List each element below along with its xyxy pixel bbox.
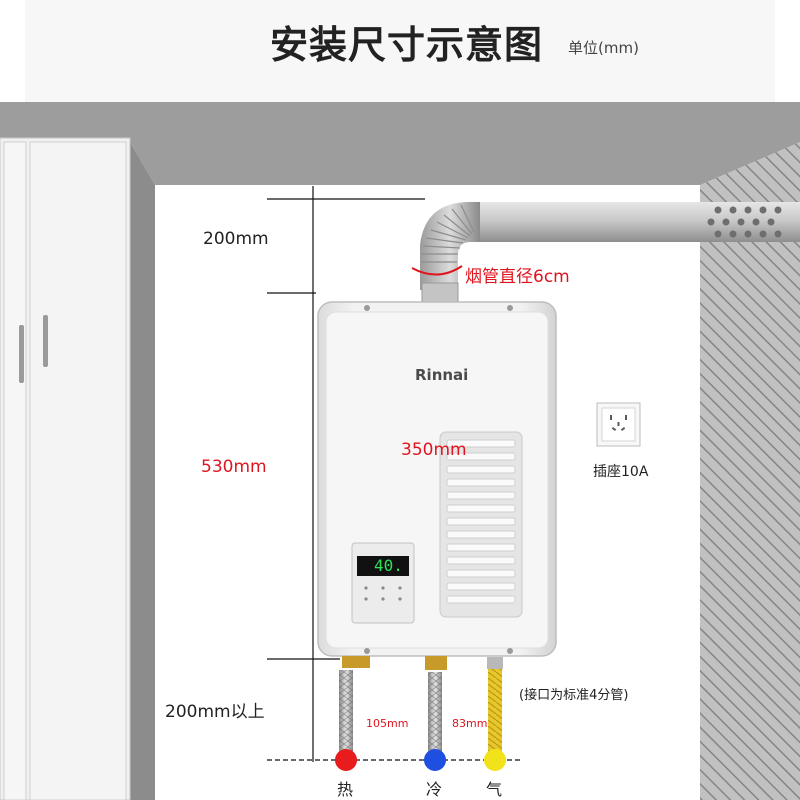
screw-icon [364,305,370,311]
left-wall [130,142,155,800]
flue-elbow-ribs [421,204,475,263]
vent-slats [446,439,516,604]
gas-label: 气 [486,780,503,799]
gas-hose [488,669,502,752]
hot-valve [342,656,370,668]
title-banner [25,0,775,102]
screw-icon [507,648,513,654]
gas-marker [484,749,506,771]
cold-hose-braid [428,672,442,752]
page-title: 安装尺寸示意图 [270,23,544,67]
right-wall-shade [700,142,800,800]
flue-vent-holes [707,206,782,238]
lcd-value: 40. [374,556,403,575]
cold-water-marker [424,749,446,771]
hot-cold-spacing-label: 105mm [366,717,409,730]
connector-note: (接口为标准4分管) [519,688,629,703]
flue-diameter-arc [411,265,463,276]
screw-icon [364,648,370,654]
cold-valve [425,656,447,670]
control-panel [351,542,415,624]
gas-inlet [487,657,503,669]
hot-hose-braid [339,670,353,752]
cold-gas-spacing-label: 83mm [452,717,488,730]
cabinet-handle [43,315,48,367]
flue-diameter-label: 烟管直径6cm [465,267,570,287]
flue-elbow [420,202,480,290]
top-clearance-label: 200mm [203,229,269,249]
cabinet-door-left [3,141,27,800]
width-label: 350mm [401,440,467,460]
hot-water-marker [335,749,357,771]
socket-icon [610,415,627,431]
flue-pipe-end [700,202,800,242]
cabinet-handle [19,325,24,383]
bottom-clearance-label: 200mm以上 [165,702,265,722]
socket-label: 插座10A [593,464,649,480]
control-buttons [364,586,402,601]
unit-note: 单位(mm) [568,39,639,57]
lcd-display [357,556,409,576]
hot-label: 热 [337,780,354,799]
cold-label: 冷 [426,780,443,799]
ceiling-slab [0,102,800,185]
flue-pipe-horizontal [470,202,710,242]
brand-logo: Rinnai [415,366,469,384]
screw-icon [507,305,513,311]
cabinet-door-right [29,141,127,800]
height-label: 530mm [201,457,267,477]
